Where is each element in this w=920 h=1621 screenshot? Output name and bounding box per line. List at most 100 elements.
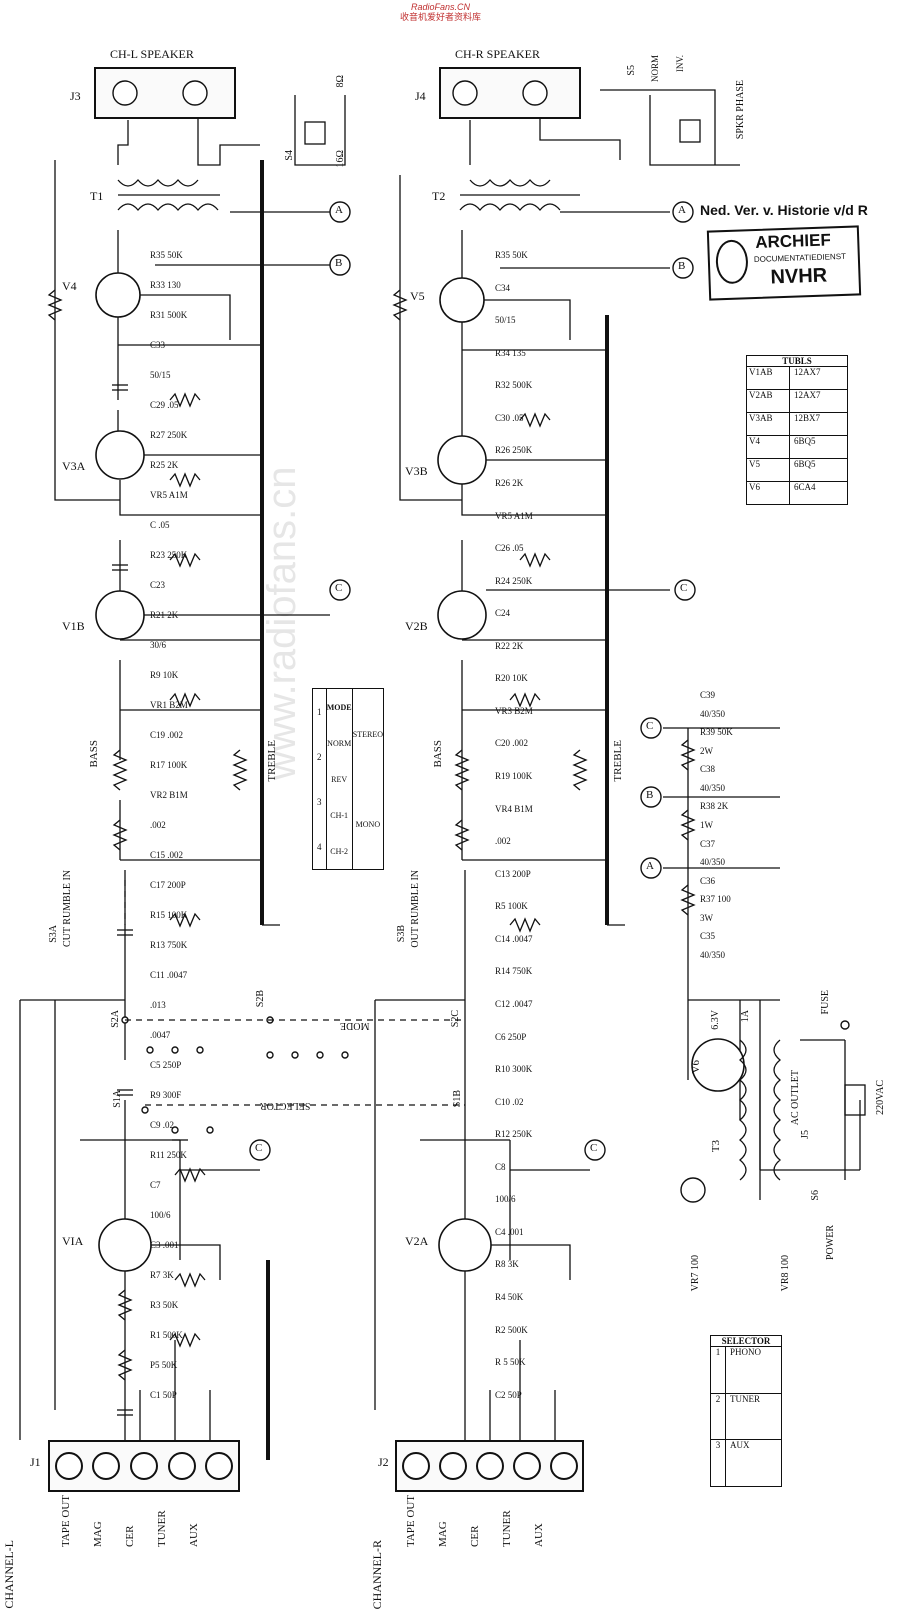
node-c-r: C: [680, 582, 688, 594]
tube-ref: V5: [747, 459, 790, 481]
s3a-label: S3A: [48, 925, 59, 943]
resistor-r9: [169, 692, 201, 708]
tube-ref: V2AB: [747, 390, 790, 412]
jack-socket[interactable]: [475, 1452, 504, 1480]
comp: R24 250K: [495, 575, 533, 586]
tube-row: V4 6BQ5: [747, 436, 847, 459]
tube-v3b: [437, 435, 487, 485]
comp: C15 .002: [150, 850, 184, 860]
mode-header: MODE: [326, 702, 352, 712]
jack-socket[interactable]: [438, 1452, 467, 1480]
node-c-l: C: [335, 582, 343, 594]
node-b-supply: B: [646, 789, 654, 801]
mode-switch-label: MODE: [340, 1020, 370, 1031]
jack-socket[interactable]: [512, 1452, 541, 1480]
node-b-l: B: [335, 257, 343, 269]
comp: C17 200P: [150, 880, 186, 890]
v6-label: V6: [690, 1060, 702, 1074]
node-a-r: A: [678, 204, 686, 216]
comp: 100/6: [150, 1210, 171, 1220]
tube-type: 6BQ5: [794, 459, 816, 469]
comp: C4 .001: [495, 1226, 524, 1237]
comp: R15 100K: [150, 910, 188, 920]
heater-label: 6.3V: [710, 1010, 721, 1030]
comp: R19 100K: [495, 771, 533, 781]
mode-col-type: STEREO MONO: [353, 689, 383, 869]
ac-outlet-label: AC OUTLET: [790, 1070, 801, 1126]
bass-label-r: BASS: [432, 740, 444, 768]
comp: VR5 A1M: [495, 510, 533, 521]
bass-label-l: BASS: [88, 740, 100, 768]
s6-label: S6: [810, 1190, 821, 1201]
jack-socket[interactable]: [54, 1452, 83, 1480]
comp: P5 50K: [150, 1360, 178, 1370]
comp: C35: [700, 931, 716, 942]
node-b-r: B: [678, 260, 686, 272]
spkr-phase-label: SPKR PHASE: [735, 80, 746, 140]
component-list-l: R35 50K R33 130 R31 500K C33 50/15 C29 .…: [150, 250, 250, 1400]
switch-wiring: [294, 89, 740, 166]
comp: .002: [150, 820, 166, 830]
tube-ref: V4: [747, 436, 790, 458]
jack-socket[interactable]: [549, 1452, 578, 1480]
comp: C2 50P: [495, 1389, 522, 1400]
mode-idx: 3: [317, 796, 322, 807]
heading-note: Ned. Ver. v. Historie v/d R: [700, 202, 868, 218]
mode-name: NORM: [327, 738, 352, 748]
resistor-r3: [117, 1289, 133, 1321]
comp: R4 50K: [495, 1292, 524, 1302]
comp: R34 135: [495, 347, 526, 358]
j3-label: J3: [70, 89, 81, 103]
selector-name: TUNER: [730, 1393, 760, 1404]
speaker-terminal-l: [94, 67, 236, 119]
comp: C37: [700, 838, 716, 849]
jack-socket[interactable]: [92, 1452, 121, 1480]
comp: R 5 50K: [495, 1357, 526, 1368]
vr8-label: VR8 100: [780, 1255, 791, 1292]
comp: R3 50K: [150, 1300, 179, 1310]
resistor-r15: [112, 819, 128, 851]
node-c-supply: C: [646, 720, 654, 732]
resistor-p5: [169, 1332, 201, 1348]
j4-label: J4: [415, 89, 426, 103]
resistor-r23: [169, 552, 201, 568]
jack-socket[interactable]: [129, 1452, 158, 1480]
j1-label: J1: [30, 1455, 41, 1469]
supply-list: C39 40/350 R39 50K 2W C38 40/350 R38 2K …: [700, 690, 810, 960]
outlet-j5: [844, 1084, 866, 1116]
mode-col-idx: 1 2 3 4: [313, 689, 327, 869]
resistor-r27: [169, 392, 201, 408]
resistor-r13: [169, 912, 201, 928]
comp: R25 2K: [150, 460, 179, 470]
comp: R21 2K: [150, 610, 179, 620]
s1a-label: S1A: [112, 1090, 123, 1108]
selector-idx: 2: [711, 1393, 726, 1440]
speaker-terminal-r: [439, 67, 581, 119]
jack-socket[interactable]: [205, 1452, 234, 1480]
comp: C7: [150, 1180, 161, 1190]
selector-name: AUX: [730, 1440, 750, 1451]
comp: 100/6: [495, 1194, 516, 1205]
terminal-minus-r: [522, 80, 548, 106]
comp: 50/15: [150, 370, 171, 380]
comp: VR5 A1M: [150, 490, 188, 500]
mode-col-name: MODE NORM REV CH-1 CH-2: [327, 689, 353, 869]
tube-type: 6BQ5: [794, 436, 816, 446]
transformer-t2-primary: [459, 203, 561, 212]
comp: R8 3K: [495, 1259, 519, 1270]
jack-socket[interactable]: [401, 1452, 430, 1480]
comp: R27 250K: [150, 430, 188, 440]
resistor-r24: [519, 552, 551, 568]
comp: R2 500K: [495, 1324, 528, 1335]
jack-socket[interactable]: [167, 1452, 196, 1480]
transformer-t2-secondary: [469, 178, 551, 187]
mode-table: 1 2 3 4 MODE NORM REV CH-1 CH-2 STEREO M…: [312, 688, 384, 870]
norm-label: NORM: [650, 55, 660, 83]
via-label: VIA: [62, 1234, 84, 1248]
ground-bus-l: [260, 160, 270, 1460]
comp: 40/350: [700, 857, 726, 868]
input-aux: AUX: [533, 1523, 545, 1547]
